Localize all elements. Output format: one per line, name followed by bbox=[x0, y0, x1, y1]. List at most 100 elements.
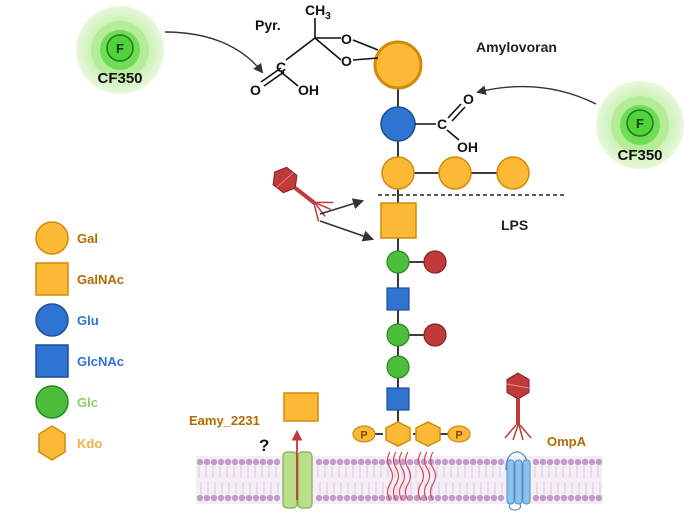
sugar-residues bbox=[373, 40, 530, 447]
lipid-head bbox=[490, 494, 498, 502]
legend-item-gal: Gal bbox=[35, 221, 98, 255]
lps-label: LPS bbox=[501, 217, 528, 233]
lipid-head bbox=[329, 458, 337, 466]
phage-arrow-upper bbox=[319, 198, 365, 215]
lipid-head bbox=[266, 494, 274, 502]
lipid-head bbox=[231, 494, 239, 502]
exported-galnac-square bbox=[283, 392, 319, 422]
legend-kdo-label: Kdo bbox=[77, 436, 102, 451]
gal-3 bbox=[496, 156, 530, 190]
lipid-head bbox=[595, 494, 603, 502]
pyr-label: Pyr. bbox=[255, 17, 281, 33]
glcnac-1 bbox=[386, 287, 410, 311]
legend-item-kdo: Kdo bbox=[38, 425, 102, 461]
legend-glc-label: Glc bbox=[77, 395, 98, 410]
lipid-head bbox=[343, 458, 351, 466]
lipid-head bbox=[455, 494, 463, 502]
lipid-head bbox=[238, 458, 246, 466]
lipid-head bbox=[441, 494, 449, 502]
lipid-head bbox=[336, 494, 344, 502]
lipid-head bbox=[343, 494, 351, 502]
lipid-head bbox=[595, 458, 603, 466]
lipid-head bbox=[462, 458, 470, 466]
lipid-head bbox=[315, 458, 323, 466]
lipid-head bbox=[553, 494, 561, 502]
lipid-head bbox=[364, 494, 372, 502]
lipid-head bbox=[476, 494, 484, 502]
fluorophore-left-letter: F bbox=[116, 41, 124, 56]
lipid-head bbox=[245, 494, 253, 502]
lipid-head bbox=[266, 458, 274, 466]
phage-icon-ompa bbox=[504, 372, 532, 441]
lipid-head bbox=[581, 458, 589, 466]
lipid-head bbox=[462, 494, 470, 502]
question-mark: ? bbox=[259, 436, 269, 455]
fluorophore-left-name: CF350 bbox=[97, 70, 142, 87]
lipid-head bbox=[567, 494, 575, 502]
phage-icon bbox=[272, 166, 334, 222]
lipid-head bbox=[203, 458, 211, 466]
transporter-protein bbox=[282, 429, 313, 509]
lipid-head bbox=[483, 494, 491, 502]
lipid-head bbox=[560, 458, 568, 466]
lipid-head bbox=[469, 494, 477, 502]
ketal-oxygen-lower: O bbox=[341, 53, 352, 69]
legend-galnac-symbol bbox=[35, 262, 69, 296]
transporter-label: Eamy_2231 bbox=[189, 413, 260, 428]
lipid-head bbox=[406, 494, 414, 502]
lipid-head bbox=[434, 458, 442, 466]
lipid-head bbox=[350, 494, 358, 502]
lipid-head bbox=[196, 458, 204, 466]
lipid-head bbox=[406, 458, 414, 466]
lipid-head bbox=[245, 458, 253, 466]
fluorophore-right-name: CF350 bbox=[617, 147, 662, 164]
legend-item-glcnac: GlcNAc bbox=[35, 344, 124, 378]
glc-1 bbox=[386, 250, 410, 274]
lipid-head bbox=[588, 494, 596, 502]
lipid-head bbox=[224, 458, 232, 466]
glucuronic-hydroxyl: OH bbox=[457, 139, 478, 155]
phage-arrow-lower bbox=[319, 220, 375, 242]
lipid-head bbox=[315, 494, 323, 502]
fluorophore-right-letter: F bbox=[636, 116, 644, 131]
legend-glu-label: Glu bbox=[77, 313, 99, 328]
lipid-head bbox=[217, 494, 225, 502]
lipid-head bbox=[196, 494, 204, 502]
gal-pyruvylated bbox=[373, 40, 423, 90]
glucuronic-acid bbox=[380, 106, 416, 142]
lipid-head bbox=[588, 458, 596, 466]
lipid-head bbox=[322, 458, 330, 466]
lipid-head bbox=[357, 494, 365, 502]
glucuronic-carbon: C bbox=[437, 116, 447, 132]
lipid-head bbox=[469, 458, 477, 466]
lipid-head bbox=[532, 494, 540, 502]
lipid-head bbox=[336, 458, 344, 466]
membrane bbox=[196, 456, 603, 504]
lipid-head bbox=[448, 458, 456, 466]
lipid-head bbox=[231, 458, 239, 466]
lipid-head bbox=[448, 494, 456, 502]
legend-item-galnac: GalNAc bbox=[35, 262, 124, 296]
galnac bbox=[380, 202, 417, 239]
lipid-heads bbox=[196, 458, 603, 502]
phosphate-left: P bbox=[352, 425, 376, 443]
lipid-head bbox=[497, 458, 505, 466]
lipid-head bbox=[371, 458, 379, 466]
lipid-head bbox=[553, 458, 561, 466]
red-sugar-1 bbox=[423, 250, 447, 274]
lipid-head bbox=[546, 458, 554, 466]
lipid-head bbox=[399, 458, 407, 466]
lipid-head bbox=[483, 458, 491, 466]
legend-glcnac-label: GlcNAc bbox=[77, 354, 124, 369]
phosphate-right-label: P bbox=[455, 430, 462, 442]
lipid-head bbox=[441, 458, 449, 466]
pyruvate-carbon: C bbox=[276, 59, 286, 75]
phosphate-right: P bbox=[447, 425, 471, 443]
legend-glc-symbol bbox=[35, 385, 69, 419]
fluorophore-left: F CF350 bbox=[76, 6, 164, 94]
kdo-2 bbox=[415, 421, 441, 447]
lipid-head bbox=[532, 458, 540, 466]
lipid-head bbox=[357, 458, 365, 466]
